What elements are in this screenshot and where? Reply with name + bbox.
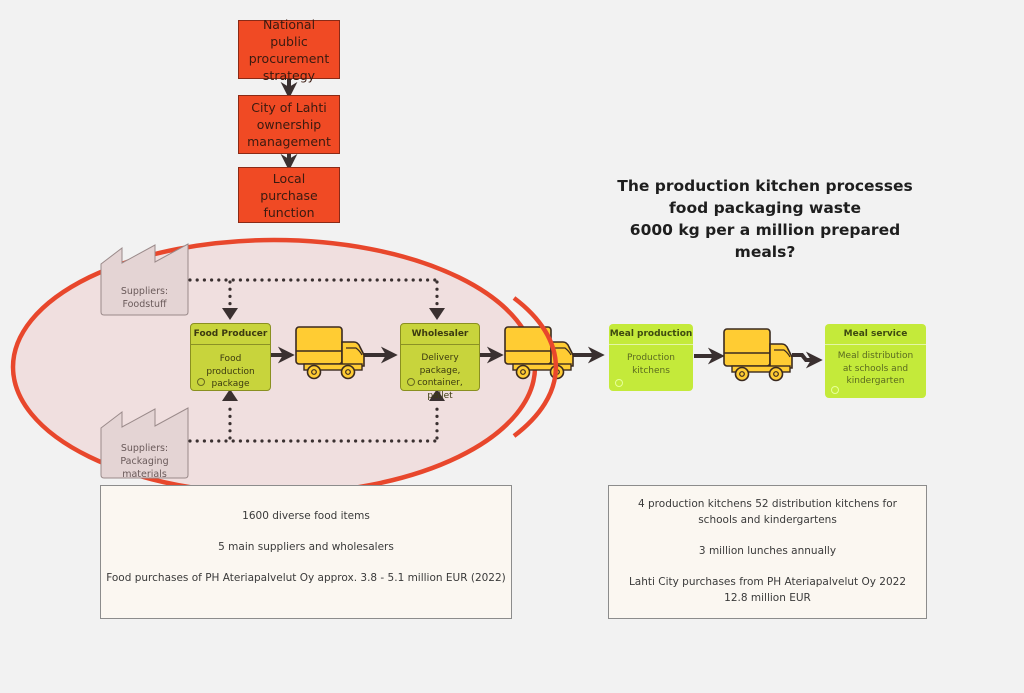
supplier-packaging-label: Suppliers: Packaging materials (97, 442, 192, 481)
info-box-meal-service: 4 production kitchens 52 distribution ki… (608, 485, 927, 619)
arrowhead-to-producer-top (222, 308, 238, 320)
card-meal-service: Meal service Meal distribution at school… (825, 324, 926, 398)
info-meal-item: 3 million lunches annually (698, 545, 837, 557)
info-procurement-item: 1600 diverse food items (242, 510, 370, 522)
supplier-foodstuff-line2: Foodstuff (122, 299, 167, 310)
reaction-icon (831, 386, 839, 394)
card-meal-service-body: Meal distribution at schools and kinderg… (837, 351, 914, 386)
info-meal-item: Lahti City purchases from PH Ateriapalve… (628, 576, 907, 604)
info-procurement-item: 5 main suppliers and wholesalers (218, 541, 394, 553)
card-wholesaler: Wholesaler Delivery package, container, … (400, 323, 480, 401)
supplier-foodstuff-label: Suppliers: Foodstuff (101, 285, 188, 311)
arrowhead-to-wholesaler-top (429, 308, 445, 320)
governance-box-national-strategy: National public procurement strategy (238, 17, 340, 83)
question-line-1: The production kitchen processes (617, 177, 913, 195)
card-meal-production: Meal production Production kitchens (609, 324, 693, 391)
question-line-2: food packaging waste (669, 199, 861, 217)
card-meal-production-title: Meal production (609, 324, 693, 345)
waste-question-heading: The production kitchen processes food pa… (600, 175, 930, 263)
factory-foodstuff-icon (100, 243, 189, 316)
governance-box-local-purchase: Local purchase function (238, 167, 340, 223)
card-meal-service-title: Meal service (825, 324, 926, 345)
truck-icon-3 (723, 328, 793, 382)
info-box-procurement: 1600 diverse food items 5 main suppliers… (100, 485, 512, 619)
question-line-3: 6000 kg per a million prepared (629, 221, 901, 239)
card-meal-production-body: Production kitchens (627, 353, 675, 376)
supplier-packaging-line1: Suppliers: (120, 443, 169, 454)
governance-box-label: National public procurement strategy (248, 16, 330, 83)
highlight-ellipse-edge (512, 296, 559, 438)
card-food-producer: Food Producer Food production package (190, 323, 271, 391)
arrowhead-to-producer-bottom (222, 389, 238, 401)
factory-packaging-icon (100, 407, 189, 479)
card-food-producer-body: Food production package (206, 354, 255, 389)
governance-box-ownership-management: City of Lahti ownership management (238, 95, 340, 154)
arrowhead-to-wholesaler-bottom (429, 389, 445, 401)
supplier-foodstuff-line1: Suppliers: (120, 286, 169, 297)
info-procurement-item: Food purchases of PH Ateriapalvelut Oy a… (106, 572, 506, 584)
card-food-producer-title: Food Producer (191, 324, 270, 345)
card-wholesaler-body: Delivery package, container, pallet (417, 353, 463, 401)
arrow-truck3-to-meal-service (792, 351, 823, 369)
reaction-icon (615, 379, 623, 387)
governance-box-label: Local purchase function (260, 170, 318, 220)
question-line-4: meals? (734, 243, 796, 261)
reaction-icon (407, 378, 415, 386)
reaction-icon (197, 378, 205, 386)
governance-box-label: City of Lahti ownership management (247, 100, 331, 149)
supplier-packaging-line2: Packaging materials (120, 456, 169, 480)
card-wholesaler-title: Wholesaler (401, 324, 479, 345)
info-meal-item: 4 production kitchens 52 distribution ki… (638, 498, 897, 526)
